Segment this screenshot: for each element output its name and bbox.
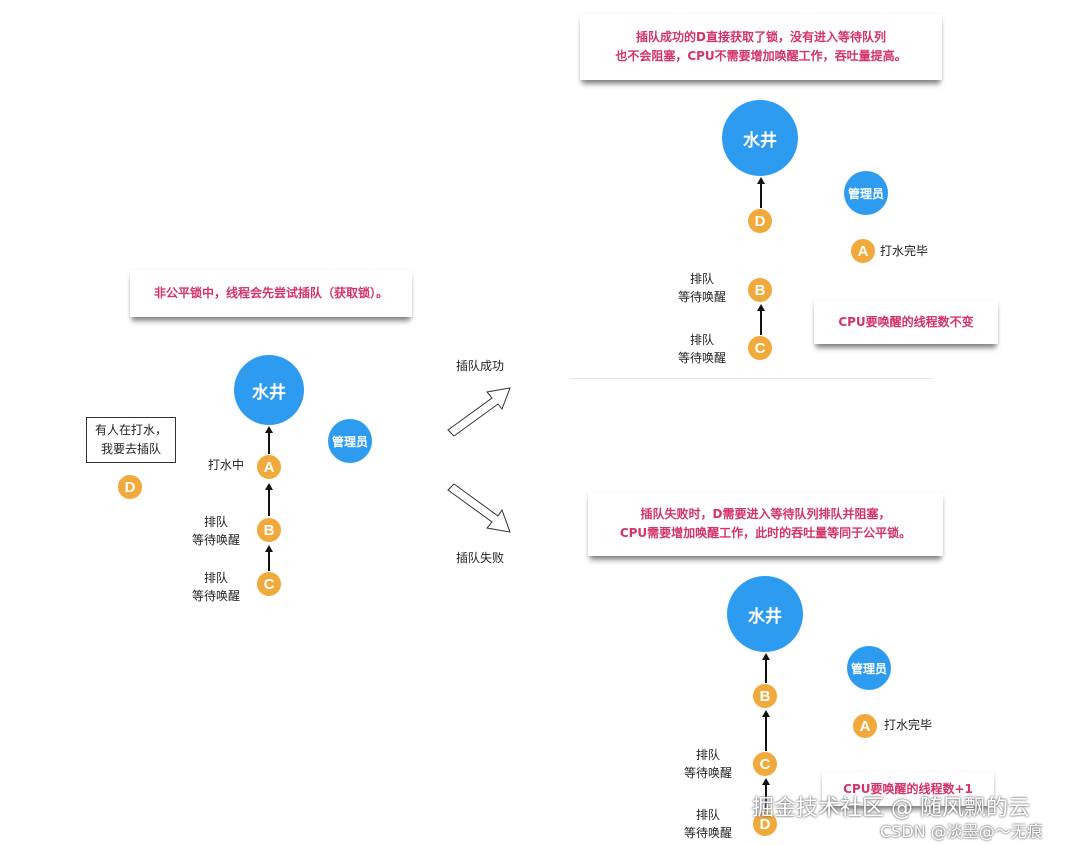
- bottom-right-note: 插队失败时，D需要进入等待队列排队并阻塞， CPU需要增加唤醒工作，此时的吞吐量…: [588, 492, 943, 556]
- left-arrow-head-b: [265, 483, 273, 490]
- top-right-label-c: 排队 等待唤醒: [677, 333, 726, 365]
- bottom-right-thread-a: A: [852, 713, 878, 739]
- top-right-label-b: 排队 等待唤醒: [677, 272, 726, 304]
- bottom-right-arrow-head-d: [762, 778, 770, 785]
- top-right-arrow-line-d: [760, 183, 762, 208]
- left-cut-in-box: 有人在打水， 我要去插队: [86, 417, 176, 463]
- fail-label: 插队失败: [455, 551, 504, 565]
- left-thread-a: A: [256, 454, 282, 480]
- left-note: 非公平锁中，线程会先尝试插队（获取锁）。: [130, 270, 412, 317]
- bottom-right-label-d: 排队 等待唤醒: [683, 808, 732, 840]
- left-thread-d: D: [117, 474, 143, 500]
- bottom-right-arrow-line-d: [765, 784, 767, 811]
- left-arrow-head-a: [265, 426, 273, 433]
- top-right-arrow-line-c: [760, 310, 762, 335]
- section-divider: [570, 378, 932, 379]
- success-arrow: [447, 387, 511, 437]
- fail-arrow: [447, 483, 511, 533]
- bottom-right-arrow-line-c: [765, 716, 767, 751]
- left-arrow-line-a: [268, 432, 270, 454]
- bottom-right-label-c: 排队 等待唤醒: [683, 748, 732, 780]
- left-well: 水井: [234, 355, 304, 425]
- top-right-thread-b: B: [747, 277, 773, 303]
- bottom-right-thread-b: B: [752, 683, 778, 709]
- left-admin: 管理员: [328, 419, 372, 463]
- bottom-right-arrow-head-c: [762, 710, 770, 717]
- top-right-arrow-head-d: [757, 177, 765, 184]
- left-label-c: 排队 等待唤醒: [191, 571, 240, 603]
- top-right-thread-d: D: [747, 208, 773, 234]
- left-arrow-head-c: [265, 545, 273, 552]
- left-label-a: 打水中: [207, 458, 244, 472]
- top-right-thread-c: C: [747, 335, 773, 361]
- bottom-right-well: 水井: [727, 576, 803, 652]
- left-label-b: 排队 等待唤醒: [191, 515, 240, 547]
- left-thread-c: C: [256, 571, 282, 597]
- bottom-right-arrow-line-b: [765, 659, 767, 683]
- bottom-right-admin: 管理员: [847, 646, 891, 690]
- top-right-arrow-head-c: [757, 304, 765, 311]
- top-right-well: 水井: [722, 100, 798, 176]
- top-right-admin: 管理员: [844, 171, 888, 215]
- bottom-right-cpu-note: CPU要唤醒的线程数+1: [822, 772, 994, 806]
- top-right-note: 插队成功的D直接获取了锁，没有进入等待队列 也不会阻塞，CPU不需要增加唤醒工作…: [580, 14, 942, 80]
- success-label: 插队成功: [455, 359, 504, 373]
- top-right-cpu-note: CPU要唤醒的线程数不变: [814, 300, 998, 344]
- left-thread-b: B: [256, 517, 282, 543]
- csdn-watermark: CSDN @淡墨@～无痕: [880, 822, 1043, 841]
- top-right-thread-a: A: [850, 238, 876, 264]
- bottom-right-thread-d: D: [752, 811, 778, 837]
- left-arrow-line-c: [268, 551, 270, 572]
- bottom-right-arrow-head-b: [762, 653, 770, 660]
- juejin-watermark: 掘金技术社区 @ 随风飘的云: [752, 796, 1030, 821]
- bottom-right-thread-c: C: [752, 751, 778, 777]
- bottom-right-label-a: 打水完毕: [884, 718, 933, 732]
- left-arrow-line-b: [268, 489, 270, 516]
- top-right-label-a: 打水完毕: [880, 244, 929, 258]
